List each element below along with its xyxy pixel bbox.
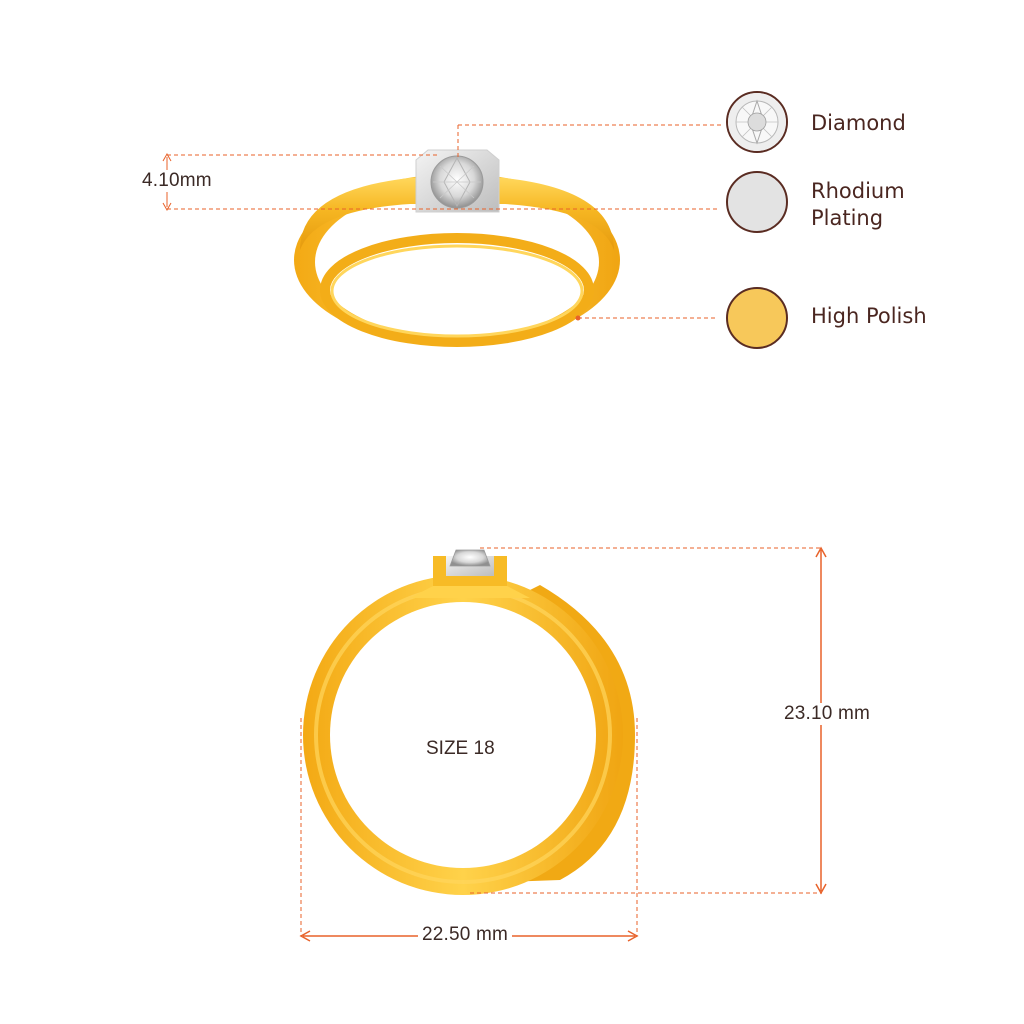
ring-height-label: 23.10 mm [784, 703, 871, 725]
ring-top-view [294, 149, 620, 347]
gold-swatch-icon [726, 287, 788, 349]
legend-item-high-polish: High Polish [724, 287, 984, 357]
legend-item-diamond: Diamond [724, 91, 984, 161]
legend-label-high-polish: High Polish [811, 304, 927, 328]
ring-width-label: 22.50 mm [418, 924, 513, 946]
legend-item-rhodium: Rhodium Plating [724, 171, 984, 241]
legend-label-rhodium: Rhodium Plating [811, 179, 905, 230]
stone-height-dimension [162, 124, 724, 321]
legend-label-diamond: Diamond [811, 111, 906, 135]
diamond-icon [726, 91, 788, 153]
ring-size-label: SIZE 18 [426, 738, 495, 759]
stone-height-label: 4.10mm [142, 170, 212, 192]
ring-front-view [303, 549, 635, 895]
rhodium-swatch-icon [726, 171, 788, 233]
